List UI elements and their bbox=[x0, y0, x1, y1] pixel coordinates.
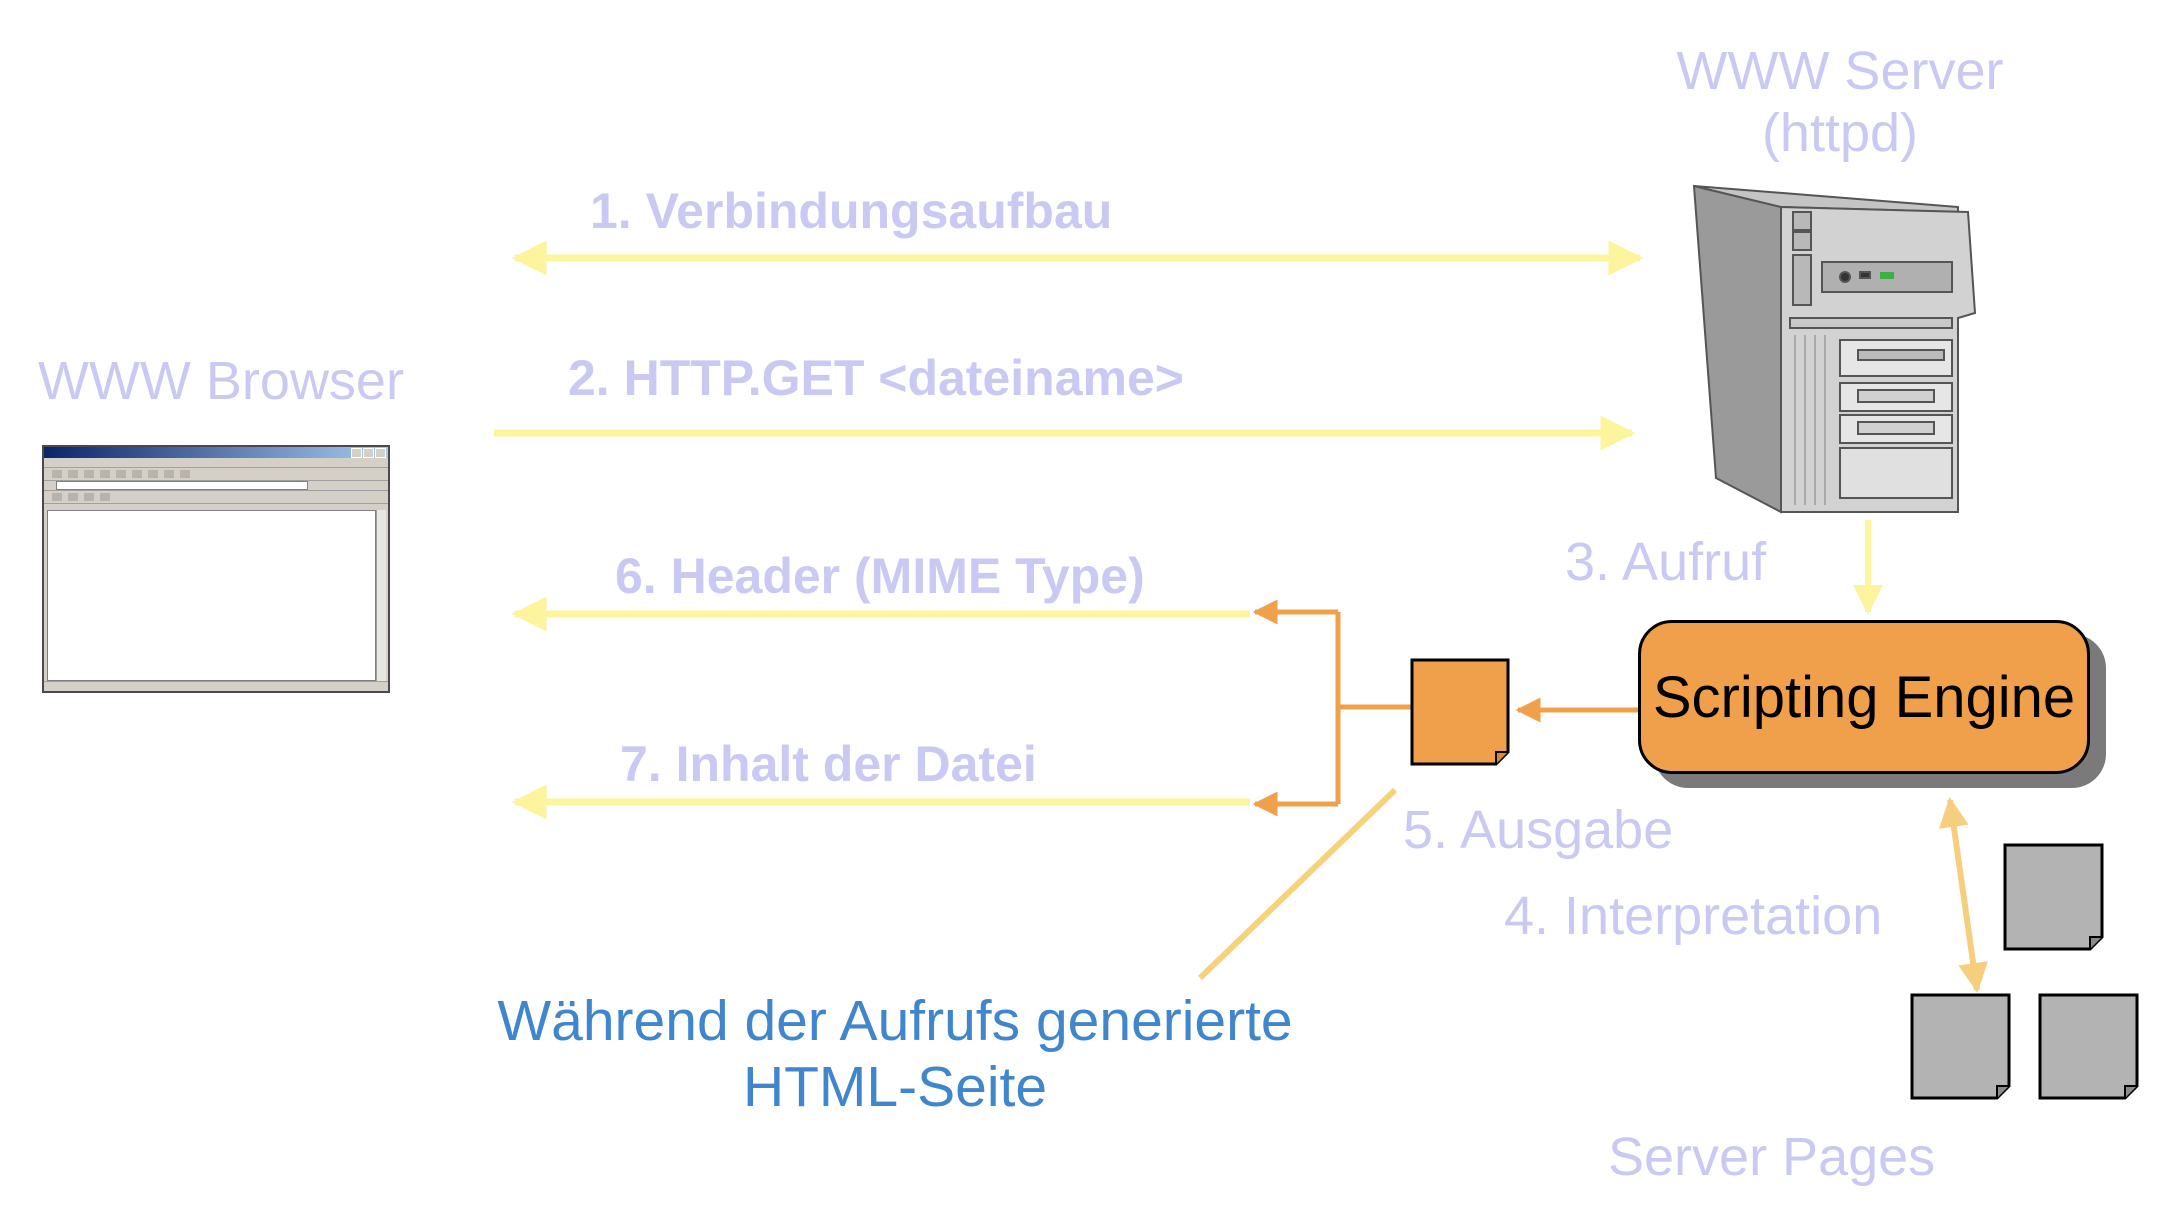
document-icon bbox=[2003, 843, 2104, 951]
scripting-engine: Scripting Engine bbox=[1638, 620, 2090, 774]
browser-toolbar bbox=[44, 468, 388, 481]
browser-content bbox=[47, 510, 376, 681]
server-label-line1: WWW Server bbox=[1676, 41, 2004, 101]
step7-label: 7. Inhalt der Datei bbox=[620, 736, 1037, 792]
step3-label: 3. Aufruf bbox=[1565, 532, 1767, 592]
browser-window-icon bbox=[42, 445, 390, 693]
step5-label: 5. Ausgabe bbox=[1403, 800, 1674, 860]
generated-page-note: Während der Aufrufs generierte HTML-Seit… bbox=[395, 988, 1395, 1120]
document-icon bbox=[1410, 658, 1510, 766]
browser-addressbar bbox=[44, 481, 388, 491]
document-icon bbox=[1910, 993, 2011, 1100]
output-bracket bbox=[1252, 599, 1412, 817]
engine-label: Scripting Engine bbox=[1652, 664, 2076, 730]
note-line1: Während der Aufrufs generierte bbox=[497, 989, 1293, 1053]
server-label-line2: (httpd) bbox=[1761, 103, 1919, 163]
browser-titlebar bbox=[44, 447, 388, 458]
note-line2: HTML-Seite bbox=[742, 1055, 1048, 1119]
step6-label: 6. Header (MIME Type) bbox=[615, 548, 1145, 604]
browser-linksbar bbox=[44, 491, 388, 504]
server-tower-icon bbox=[1692, 184, 1977, 514]
step2-label: 2. HTTP.GET <dateiname> bbox=[568, 350, 1184, 406]
step4-label: 4. Interpretation bbox=[1504, 886, 1883, 946]
browser-label: WWW Browser bbox=[38, 351, 404, 411]
browser-menubar bbox=[44, 458, 388, 468]
browser-statusbar bbox=[44, 681, 388, 691]
arrow-interpretation bbox=[1938, 797, 1989, 993]
step1-label: 1. Verbindungsaufbau bbox=[590, 183, 1113, 239]
browser-scrollbar bbox=[376, 510, 386, 681]
callout-line bbox=[1197, 787, 1398, 981]
server-pages-label: Server Pages bbox=[1608, 1127, 1936, 1187]
document-icon bbox=[2038, 993, 2139, 1100]
